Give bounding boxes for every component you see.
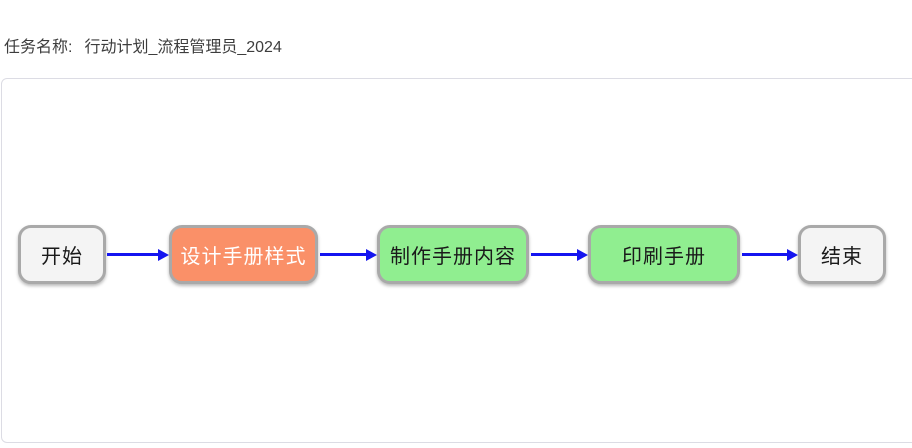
flow-node-create-manual-content[interactable]: 制作手册内容	[377, 225, 529, 284]
task-name-header: 任务名称: 行动计划_流程管理员_2024	[4, 33, 282, 57]
flow-node-design-manual-style[interactable]: 设计手册样式	[169, 225, 318, 284]
flow-arrow-1	[107, 248, 169, 261]
task-name-label: 任务名称:	[4, 39, 73, 56]
arrow-head-icon	[366, 248, 377, 261]
flow-node-print-manual-label: 印刷手册	[622, 246, 706, 268]
flowchart-panel: 开始 设计手册样式 制作手册内容 印刷手册 结束	[1, 78, 912, 443]
arrow-shaft	[320, 253, 366, 256]
arrow-shaft	[531, 253, 577, 256]
flow-node-end-label: 结束	[821, 246, 863, 268]
flow-node-start-label: 开始	[41, 246, 83, 268]
task-name-value: 行动计划_流程管理员_2024	[84, 39, 282, 56]
flow-arrow-3	[531, 248, 588, 261]
arrow-shaft	[107, 253, 158, 256]
arrow-head-icon	[787, 248, 798, 261]
flow-node-create-manual-content-label: 制作手册内容	[390, 246, 516, 268]
arrow-head-icon	[577, 248, 588, 261]
flow-node-start[interactable]: 开始	[18, 225, 106, 284]
arrow-shaft	[742, 253, 787, 256]
flow-node-design-manual-style-label: 设计手册样式	[180, 246, 307, 268]
flow-arrow-4	[742, 248, 798, 261]
flow-arrow-2	[320, 248, 377, 261]
flow-node-print-manual[interactable]: 印刷手册	[588, 225, 740, 284]
flow-node-end[interactable]: 结束	[798, 225, 886, 284]
arrow-head-icon	[158, 248, 169, 261]
